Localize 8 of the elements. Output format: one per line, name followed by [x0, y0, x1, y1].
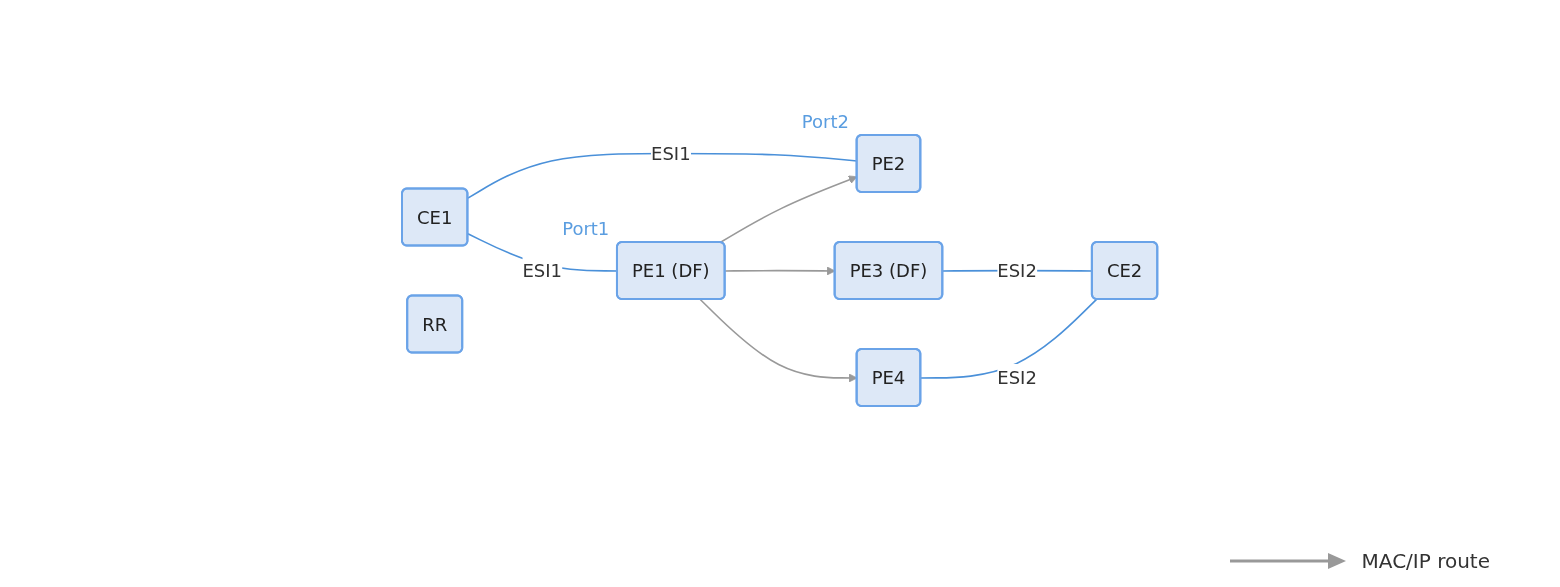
port-label: Port1 [562, 217, 610, 239]
connector [920, 298, 1098, 379]
legend-label: MAC/IP route [1361, 549, 1490, 573]
edge-label: ESI1 [651, 142, 691, 164]
port-label: Port2 [801, 110, 849, 132]
edge-label: ESI1 [522, 259, 563, 281]
edge-label: ESI2 [997, 366, 1038, 388]
edge-label: ESI2 [997, 259, 1038, 281]
